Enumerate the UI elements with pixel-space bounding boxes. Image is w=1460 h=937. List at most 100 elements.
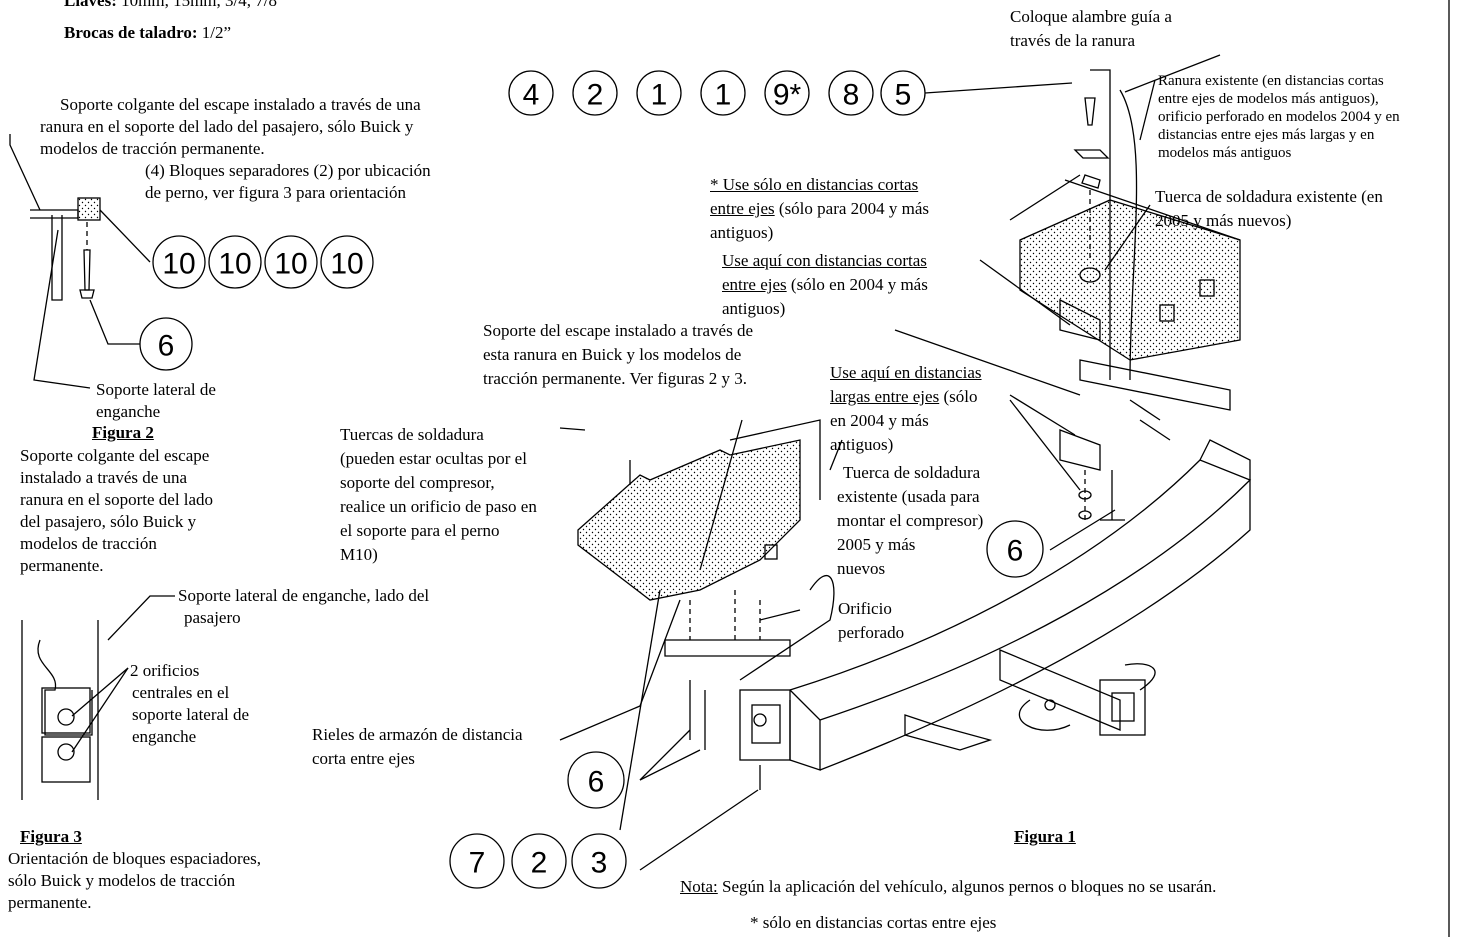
weld-nut-comp-2: existente (usada para (837, 487, 980, 506)
bubble-part-8: 8 (843, 79, 860, 112)
weld-nuts-6: M10) (340, 545, 378, 564)
fig3-hanger-note-4: del pasajero, sólo Buick y (20, 512, 197, 531)
note-label: Nota: (680, 877, 718, 896)
fig3-hanger-note-3: ranura en el soporte del lado (20, 490, 214, 509)
use-long-rest-2: en 2004 y más (830, 411, 929, 430)
fig3-side-bracket-2: pasajero (184, 608, 241, 627)
fig3-orientation-3: permanente. (8, 893, 92, 912)
bubble-part-10a: 10 (162, 248, 195, 281)
fig2-spacer-note-1: (4) Bloques separadores (2) por ubicació… (145, 161, 431, 180)
footnote: * sólo en distancias cortas entre ejes (750, 913, 997, 932)
use-short-underlined-2: entre ejes (722, 275, 787, 294)
use-long-line-2: largas entre ejes (sólo (830, 386, 977, 407)
guide-wire-2: través de la ranura (1010, 31, 1136, 50)
weld-nut-comp-5: nuevos (837, 559, 886, 578)
tools-value: 10mm, 15mm, 3/4, 7/8 (121, 0, 277, 10)
existing-slot-3: orificio perforado en modelos 2004 y en (1158, 109, 1400, 125)
frame-rails-1: Rieles de armazón de distancia (312, 725, 523, 744)
bubble-part-10d: 10 (330, 248, 363, 281)
bubble-group-bottom: 7 2 3 (449, 833, 627, 889)
bubble-part-4: 4 (523, 79, 540, 112)
existing-slot-4: distancias entre ejes más largas y en (1158, 127, 1375, 143)
bubble-part-2-bottom: 2 (531, 847, 548, 880)
fig2-hanger-note-3: modelos de tracción permanente. (40, 139, 265, 158)
figure2-caption: Figura 2 (92, 423, 154, 442)
note-text: Según la aplicación del vehículo, alguno… (717, 877, 1217, 896)
weld-nuts-3: soporte del compresor, (340, 473, 495, 492)
hitch-tube (739, 439, 1252, 771)
weld-nut-comp-1: Tuerca de soldadura (843, 463, 981, 482)
figure1-caption: Figura 1 (1014, 827, 1076, 846)
exhaust-note-2: esta ranura en Buick y los modelos de (483, 345, 742, 364)
weld-nut-top-2: 2005 y más nuevos) (1155, 211, 1292, 230)
bubble-part-10c: 10 (274, 248, 307, 281)
fig3-side-bracket-1: Soporte lateral de enganche, lado del (178, 586, 430, 605)
fig3-holes-3: soporte lateral de (132, 705, 250, 724)
short-only-underlined-2: entre ejes (710, 199, 775, 218)
use-long-rest-3: antiguos) (830, 435, 894, 454)
bubble-part-6-left: 6 (588, 766, 605, 799)
fig2-hanger-note-1: Soporte colgante del escape instalado a … (60, 95, 421, 114)
use-short-line-1: Use aquí con distancias cortas (722, 250, 927, 271)
short-only-line-2: entre ejes (sólo para 2004 y más (710, 198, 929, 219)
tools-line: Llaves: 10mm, 15mm, 3/4, 7/8 (64, 0, 277, 11)
drilled-hole-1: Orificio (838, 599, 892, 618)
drill-bits-line: Brocas de taladro: 1/2” (64, 22, 231, 43)
frame-rails-2: corta entre ejes (312, 749, 415, 768)
weld-nut-comp-3: montar el compresor) (837, 511, 984, 530)
fig3-holes-4: enganche (132, 727, 197, 746)
fig3-hanger-note-1: Soporte colgante del escape (20, 446, 210, 465)
existing-slot-5: modelos más antiguos (1158, 145, 1292, 161)
left-bracket (559, 419, 843, 831)
leader-lines (639, 54, 1221, 871)
use-long-rest-1: (sólo (939, 387, 978, 406)
bubble-part-9: 9* (773, 79, 802, 112)
fig2-side-bracket-1: Soporte lateral de (96, 380, 216, 399)
exhaust-note-1: Soporte del escape instalado a través de (483, 321, 754, 340)
bubble-part-2: 2 (587, 79, 604, 112)
use-short-rest-2: antiguos) (722, 299, 786, 318)
short-only-rest-1: (sólo para 2004 y más (774, 199, 930, 218)
use-long-underlined-1: Use aquí en distancias (830, 363, 982, 382)
existing-slot-1: Ranura existente (en distancias cortas (1158, 73, 1384, 89)
use-short-underlined-1: Use aquí con distancias cortas (722, 251, 927, 270)
fig3-hanger-note-2: instalado a través de una (20, 468, 188, 487)
bubble-group-spacers: 10 10 10 10 (152, 235, 374, 289)
fig3-holes-2: centrales en el (132, 683, 230, 702)
exhaust-note-3: tracción permanente. Ver figuras 2 y 3. (483, 369, 748, 388)
fig2-spacer-note-2: de perno, ver figura 3 para orientación (145, 183, 407, 202)
figure2-bracket (9, 134, 151, 389)
short-only-underlined-1: * Use sólo en distancias cortas (710, 175, 919, 194)
bubble-part-3: 3 (591, 847, 608, 880)
weld-nuts-5: el soporte para el perno (340, 521, 500, 540)
weld-nut-top-1: Tuerca de soldadura existente (en (1155, 187, 1383, 206)
fig2-hanger-note-2: ranura en el soporte del lado del pasaje… (40, 117, 414, 136)
short-only-line-1: * Use sólo en distancias cortas (710, 174, 918, 195)
bubble-group-top: 4 2 1 1 9* 8 5 (508, 70, 926, 116)
bubble-part-1b: 1 (715, 79, 732, 112)
fig3-holes-1: 2 orificios (130, 661, 200, 680)
bubble-part-6-fig2: 6 (158, 330, 175, 363)
bubble-part-1a: 1 (651, 79, 668, 112)
bubble-part-6-right: 6 (1007, 535, 1024, 568)
drill-bits-label: Brocas de taladro: (64, 23, 198, 42)
bubble-part-5: 5 (895, 79, 912, 112)
guide-wire-1: Coloque alambre guía a (1010, 7, 1172, 26)
use-long-line-1: Use aquí en distancias (830, 362, 982, 383)
use-long-underlined-2: largas entre ejes (830, 387, 940, 406)
tools-label: Llaves: (64, 0, 117, 10)
use-short-rest-1: (sólo en 2004 y más (786, 275, 928, 294)
fig3-orientation-2: sólo Buick y modelos de tracción (8, 871, 236, 890)
short-only-rest-2: antiguos) (710, 223, 774, 242)
weld-nuts-1: Tuercas de soldadura (340, 425, 484, 444)
vehicle-note: Nota: Según la aplicación del vehículo, … (680, 876, 1216, 897)
drilled-hole-2: perforado (838, 623, 905, 642)
fig3-orientation-1: Orientación de bloques espaciadores, (8, 849, 262, 868)
figure3-caption: Figura 3 (20, 827, 82, 846)
figure3-bracket (21, 595, 175, 800)
weld-nuts-4: realice un orificio de paso en (340, 497, 537, 516)
weld-nuts-2: (pueden estar ocultas por el (340, 449, 527, 468)
weld-nut-comp-4: 2005 y más (837, 535, 916, 554)
